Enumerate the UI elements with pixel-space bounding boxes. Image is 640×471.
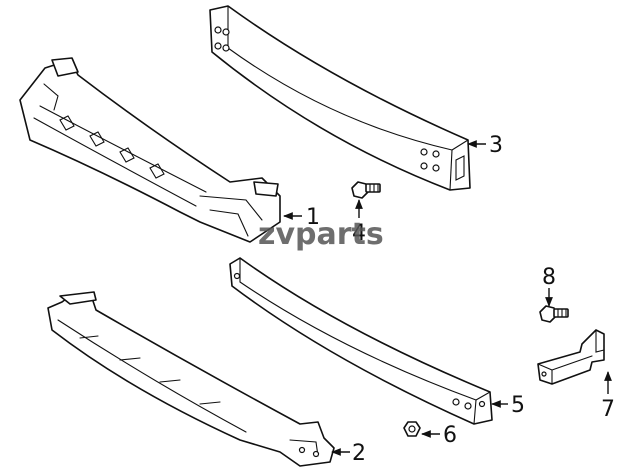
bolt-icon bbox=[351, 181, 381, 199]
callout-8: 8 bbox=[542, 265, 556, 290]
reinforcement-beam-upper bbox=[209, 5, 471, 191]
callout-3: 3 bbox=[489, 133, 503, 158]
energy-absorber-lower bbox=[47, 291, 335, 467]
energy-absorber-upper bbox=[19, 57, 281, 243]
nut-icon bbox=[403, 421, 421, 437]
bolt-icon bbox=[539, 305, 569, 323]
callout-6: 6 bbox=[443, 423, 457, 448]
callout-4: 4 bbox=[352, 221, 366, 246]
reinforcement-beam-lower bbox=[229, 257, 493, 425]
callout-5: 5 bbox=[511, 393, 525, 418]
watermark-logo: zvparts bbox=[258, 217, 384, 252]
callout-7: 7 bbox=[601, 397, 615, 422]
callout-1: 1 bbox=[306, 205, 320, 230]
callout-2: 2 bbox=[352, 441, 366, 466]
bracket bbox=[537, 329, 605, 385]
